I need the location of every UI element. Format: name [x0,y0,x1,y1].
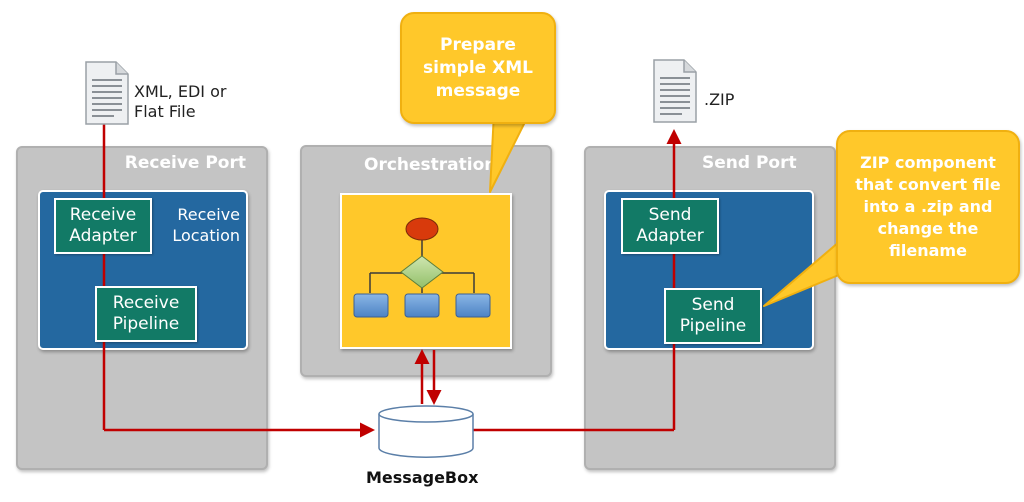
send-adapter: Send Adapter [621,198,719,254]
send-pipeline-callout: ZIP component that convert file into a .… [836,130,1020,284]
send-port-title: Send Port [702,153,797,173]
orchestration-panel [340,193,512,349]
input-document-icon [85,61,129,125]
output-file-label: .ZIP [704,90,735,109]
receive-adapter: Receive Adapter [54,198,152,254]
receive-location-label: Receive Location [172,205,240,245]
flowchart-icon [353,217,491,318]
orchestration-title: Orchestration [364,155,497,175]
messagebox-label: MessageBox [366,468,479,487]
orchestration-callout: Prepare simple XML message [400,12,556,124]
output-document-icon [653,59,697,123]
database-icon [378,405,474,458]
receive-pipeline: Receive Pipeline [95,286,197,342]
receive-port-title: Receive Port [124,153,246,173]
send-pipeline: Send Pipeline [664,288,762,344]
input-file-label: XML, EDI or Flat File [134,82,227,121]
